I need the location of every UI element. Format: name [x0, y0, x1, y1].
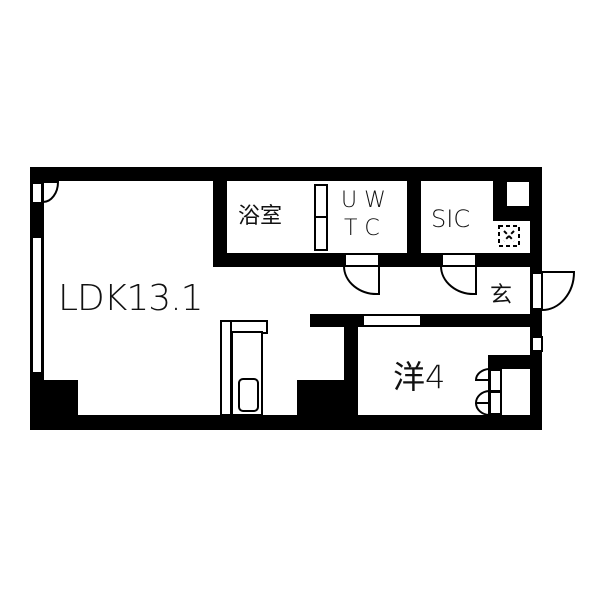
western-room-door — [362, 314, 422, 327]
room-label-ldk: LDK13.1 — [58, 278, 204, 319]
closet-door-swing — [474, 368, 490, 416]
pillar-bottom-left — [30, 380, 78, 430]
room-label-western: 洋4 — [393, 358, 446, 396]
wall-bath-left — [213, 167, 227, 267]
door-swing-left — [42, 181, 60, 203]
bath-toilet-partition — [314, 184, 328, 218]
room-label-sic: SIC — [431, 205, 471, 233]
ventilation-icon — [498, 225, 520, 247]
kitchen-sink-icon — [238, 378, 259, 412]
door-toilet-frame — [344, 253, 380, 267]
door-swing-toilet — [342, 265, 380, 296]
closet-door-1 — [489, 369, 502, 392]
pillar-bottom-mid — [297, 380, 358, 430]
room-label-bath: 浴室 — [238, 204, 283, 229]
closet-door-2 — [489, 391, 502, 415]
sic-corner-void — [507, 182, 529, 206]
door-swing-entrance — [541, 271, 576, 311]
wall-top — [30, 167, 542, 181]
room-label-entrance: 玄 — [490, 283, 513, 308]
room-label-toilet-1: U W — [341, 188, 386, 213]
window-right-small — [531, 336, 543, 352]
room-label-toilet-2: T C — [344, 216, 380, 241]
door-sic-frame — [441, 253, 477, 267]
door-swing-sic — [439, 265, 477, 296]
wall-bottom — [30, 415, 542, 430]
entrance-door-frame — [531, 272, 543, 310]
window-left — [31, 236, 43, 374]
door-left-frame — [31, 182, 43, 204]
wall-toilet-sic — [407, 167, 421, 267]
bath-toilet-partition-2 — [314, 216, 328, 251]
